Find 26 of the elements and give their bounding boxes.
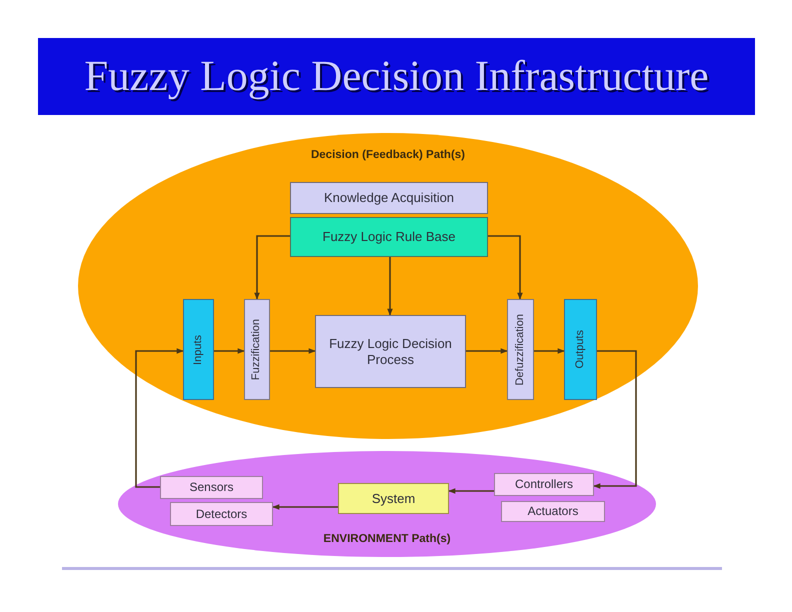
connector-arrow (488, 235, 523, 300)
process-box: Fuzzy Logic Decision Process (315, 315, 466, 388)
title: Fuzzy Logic Decision Infrastructure (84, 52, 709, 101)
process-box: Knowledge Acquisition (290, 182, 488, 214)
connector-arrow (593, 350, 637, 489)
connector-arrow (270, 348, 316, 354)
process-box: Detectors (170, 502, 273, 526)
connector-arrow (214, 348, 245, 354)
region-heading: Decision (Feedback) Path(s) (310, 149, 465, 163)
process-box: Fuzzy Logic Rule Base (290, 217, 488, 257)
region-heading: ENVIRONMENT Path(s) (323, 533, 451, 547)
vertical-box: Inputs (183, 299, 214, 400)
vertical-box: Defuzzification (507, 299, 534, 400)
process-box: Controllers (494, 473, 594, 496)
vertical-box: Outputs (564, 299, 597, 400)
process-box: Sensors (160, 476, 263, 499)
vertical-box: Fuzzification (244, 299, 270, 400)
connector-arrow (466, 348, 508, 354)
connector-arrow (387, 257, 393, 316)
connector-arrow (272, 504, 338, 510)
process-box: Actuators (501, 501, 605, 522)
connector-arrow (448, 488, 494, 494)
connector-arrow (534, 348, 565, 354)
connector-arrow (135, 348, 184, 488)
process-box: System (338, 483, 449, 514)
connector-arrow (254, 235, 290, 300)
